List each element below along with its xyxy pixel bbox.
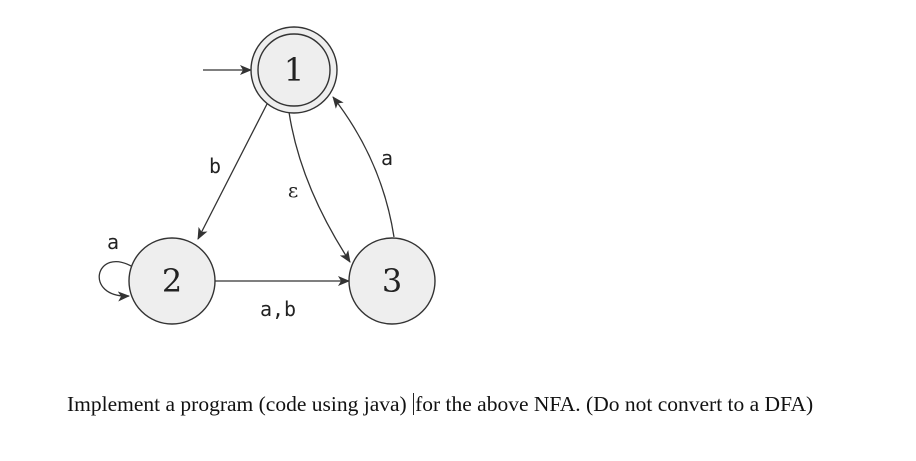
state-1-label: 1 — [284, 51, 304, 89]
edge-3-to-1-label: a — [381, 146, 393, 170]
state-1: 1 — [250, 26, 338, 114]
edge-1-to-2 — [197, 103, 268, 240]
edge-1-to-3 — [288, 111, 351, 263]
text-cursor — [413, 393, 415, 415]
edge-1-to-3-label: ε — [288, 178, 298, 202]
state-2: 2 — [128, 237, 216, 325]
edge-2-to-3-label: a,b — [260, 297, 296, 321]
edge-2-self-loop-label: a — [107, 230, 119, 254]
state-3: 3 — [348, 237, 436, 325]
edge-3-to-1 — [332, 96, 395, 238]
question-text: Implement a program (code using java) fo… — [67, 392, 813, 417]
state-3-label: 3 — [382, 262, 402, 300]
state-2-label: 2 — [162, 262, 182, 300]
edge-1-to-2-label: b — [209, 154, 221, 178]
edge-2-self-loop — [98, 261, 134, 302]
question-text-part-2: for the above NFA. (Do not convert to a … — [415, 392, 814, 416]
nfa-diagram: 1 2 3 b ε a a a,b — [98, 26, 436, 325]
question-text-part-1: Implement a program (code using java) — [67, 392, 407, 416]
